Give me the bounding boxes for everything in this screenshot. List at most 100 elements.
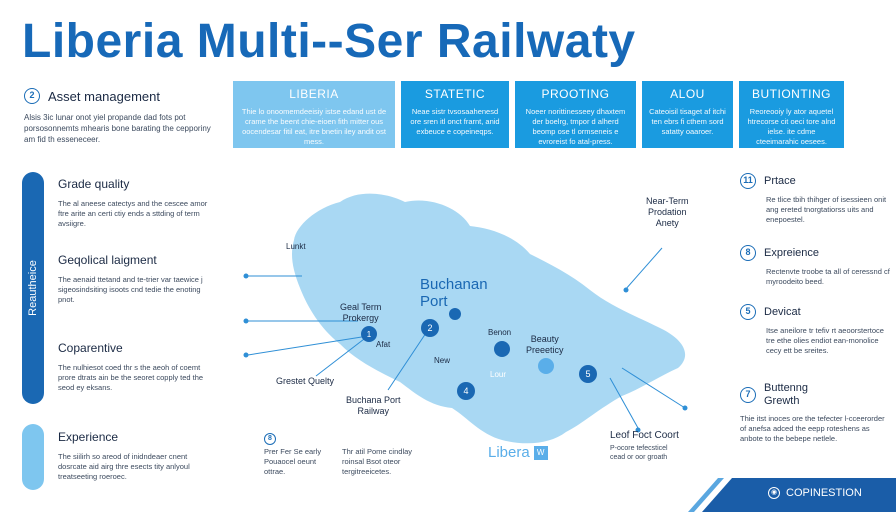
section-text: The al aneese catectys and the cescee am… bbox=[58, 199, 208, 228]
map-label-beauty: Beauty Preeeticy bbox=[526, 334, 564, 355]
map-brand-text: Libera bbox=[488, 444, 530, 461]
box-text: Neae sistr tvsosaahenesd ore sren itl on… bbox=[410, 107, 500, 136]
info-icon: 8 bbox=[264, 433, 276, 445]
map-label-lour: Lour bbox=[490, 370, 507, 379]
bottom-note-text: Prer Fer Se early Pouaocel oeunt ottrae. bbox=[264, 447, 322, 476]
number-icon: 11 bbox=[740, 173, 756, 189]
node-number: 4 bbox=[463, 386, 469, 396]
box-title: ALOU bbox=[670, 87, 705, 101]
box-text: Reoreooiy ly ator aquetel htrecorse cit … bbox=[747, 107, 836, 146]
section-title: Coparentive bbox=[58, 341, 123, 355]
map-node bbox=[579, 365, 597, 383]
map-node-small bbox=[682, 405, 688, 411]
connector-line bbox=[315, 335, 369, 377]
liberia-map: 1 2 4 5 Lunkt Buchanan Port Geal Term Pr… bbox=[230, 178, 700, 468]
map-label-lumb: Lunkt bbox=[286, 242, 306, 251]
map-label-goal-sub: Afat bbox=[376, 340, 391, 349]
section-text: The aenaid ttetand and te-trier var taew… bbox=[58, 275, 203, 304]
connector-line bbox=[621, 367, 686, 409]
map-label-near-term: Near-Term Prodation Anety bbox=[646, 196, 689, 228]
map-node bbox=[361, 326, 377, 342]
right-section-title: Expreience bbox=[764, 247, 820, 259]
node-number: 5 bbox=[585, 369, 591, 379]
right-section-expreience: 8 Expreience Rectenvte troobe ta all of c… bbox=[740, 245, 890, 287]
section-title: Experience bbox=[58, 430, 119, 444]
right-section-prtace: 11 Prtace Re tlice tbih thihger of isessi… bbox=[740, 173, 890, 225]
section-title: Geqolical laigment bbox=[58, 253, 157, 267]
box-title: BUTIONTING bbox=[752, 87, 831, 101]
asset-management-heading: 2 Asset management bbox=[24, 88, 160, 104]
number-2-icon: 2 bbox=[24, 88, 40, 104]
bottom-note-1: 8 Prer Fer Se early Pouaocel oeunt ottra… bbox=[264, 433, 321, 477]
section-coparentive: Coparentive The nulhiesot coed thr s the… bbox=[58, 341, 218, 393]
box-alou: ALOU Cateoisil tisaget af itchi ten ebrs… bbox=[642, 81, 733, 148]
map-node bbox=[449, 308, 461, 320]
top-box-row: LIBERIA Thie lo onoomemdeeisiy istse eda… bbox=[233, 81, 844, 148]
corner-brand-text: COPINESTION bbox=[786, 487, 862, 499]
node-number: 1 bbox=[366, 330, 372, 339]
box-text: Thie lo onoomemdeeisiy istse edand ust d… bbox=[241, 107, 387, 146]
vertical-bar-label: Reautheice bbox=[22, 172, 44, 404]
section-text: The nulhiesot coed thr s the aeoh of coe… bbox=[58, 363, 204, 392]
box-statetic: STATETIC Neae sistr tvsosaahenesd ore sr… bbox=[401, 81, 509, 148]
map-label-goal: Geal Term Prokergy bbox=[340, 302, 382, 323]
box-butionting: BUTIONTING Reoreooiy ly ator aquetel htr… bbox=[739, 81, 844, 148]
box-title: LIBERIA bbox=[289, 87, 339, 101]
section-text: The siilirh so areod of inidndeaer cnent… bbox=[58, 452, 190, 481]
map-svg bbox=[243, 193, 688, 444]
vertical-label-text: Reautheice bbox=[27, 260, 39, 316]
right-section-title: Buttenng Grewth bbox=[764, 382, 809, 407]
map-brand-badge: Libera W bbox=[488, 444, 548, 461]
node-number: 2 bbox=[427, 323, 433, 333]
bottom-note-2: Thr atil Pome cindlay roinsal Bsot oteor… bbox=[342, 447, 413, 476]
connector-dot bbox=[243, 318, 249, 324]
map-node-small bbox=[635, 427, 641, 433]
map-node bbox=[457, 382, 475, 400]
number-icon: 5 bbox=[740, 304, 756, 320]
map-node-small bbox=[623, 287, 629, 293]
connector-dot bbox=[243, 273, 249, 279]
box-title: PROOTING bbox=[541, 87, 610, 101]
right-section-text: Itse aneilore tr tefiv rt aeoorstertoce … bbox=[766, 326, 884, 355]
box-text: Cateoisil tisaget af itchi ten ebrs fi c… bbox=[649, 107, 726, 136]
right-section-devicat: 5 Devicat Itse aneilore tr tefiv rt aeoor… bbox=[740, 304, 890, 356]
box-liberia: LIBERIA Thie lo onoomemdeeisiy istse eda… bbox=[233, 81, 395, 148]
map-label-benon: Benon bbox=[488, 328, 512, 337]
map-label-local: Leof Foct Coort bbox=[610, 430, 679, 441]
connector-line bbox=[624, 247, 663, 291]
section-grade-quality: Grade quality The al aneese catectys and… bbox=[58, 177, 218, 229]
right-section-buttenng-growth: 7 Buttenng Grewth Thie itst inoces ore th… bbox=[740, 382, 890, 444]
number-icon: 8 bbox=[740, 245, 756, 261]
asset-management-title: Asset management bbox=[48, 88, 161, 104]
number-icon: 7 bbox=[740, 387, 756, 403]
right-section-text: Re tlice tbih thihger of isessieen onit … bbox=[766, 195, 887, 224]
map-label-grestet: Grestet Quelty bbox=[276, 376, 335, 386]
map-node bbox=[538, 358, 554, 374]
left-vertical-bar-light bbox=[22, 424, 44, 490]
asset-management-description: Alsis 3ic lunar onot yiel propande dad f… bbox=[24, 113, 211, 144]
map-node bbox=[421, 319, 439, 337]
section-title: Grade quality bbox=[58, 177, 130, 191]
map-node bbox=[494, 341, 510, 357]
connector-dot bbox=[243, 352, 249, 358]
right-section-title: Prtace bbox=[764, 175, 796, 187]
right-section-text: Rectenvte troobe ta all of ceressnd cf m… bbox=[766, 267, 890, 286]
map-label-port: Buchanan Port bbox=[420, 276, 488, 310]
box-prooting: PROOTING Noeer norittinesseey dhaxtem de… bbox=[515, 81, 636, 148]
page-title: Liberia Multi--Ser Railwaty bbox=[22, 15, 636, 68]
map-label-local-sub: P-ocore tefecsticel cead or oor groath bbox=[610, 445, 668, 461]
left-vertical-bar bbox=[22, 172, 44, 404]
brand-logo-icon: W bbox=[533, 445, 548, 460]
map-label-new: New bbox=[434, 356, 451, 365]
corner-brand: ◉ COPINESTION bbox=[768, 487, 862, 499]
box-title: STATETIC bbox=[424, 87, 486, 101]
brand-circle-icon: ◉ bbox=[768, 487, 780, 499]
section-experience: Experience The siilirh so areod of inidn… bbox=[58, 430, 218, 482]
connector-line bbox=[247, 335, 369, 356]
box-text: Noeer norittinesseey dhaxtem der boelrg,… bbox=[525, 107, 626, 146]
right-section-text: Thie itst inoces ore the tefecter l-ccee… bbox=[740, 414, 885, 443]
right-section-title: Devicat bbox=[764, 306, 801, 318]
connector-line bbox=[387, 329, 429, 391]
corner-banner bbox=[702, 478, 896, 512]
map-label-railway: Buchana Port Railway bbox=[346, 395, 401, 416]
